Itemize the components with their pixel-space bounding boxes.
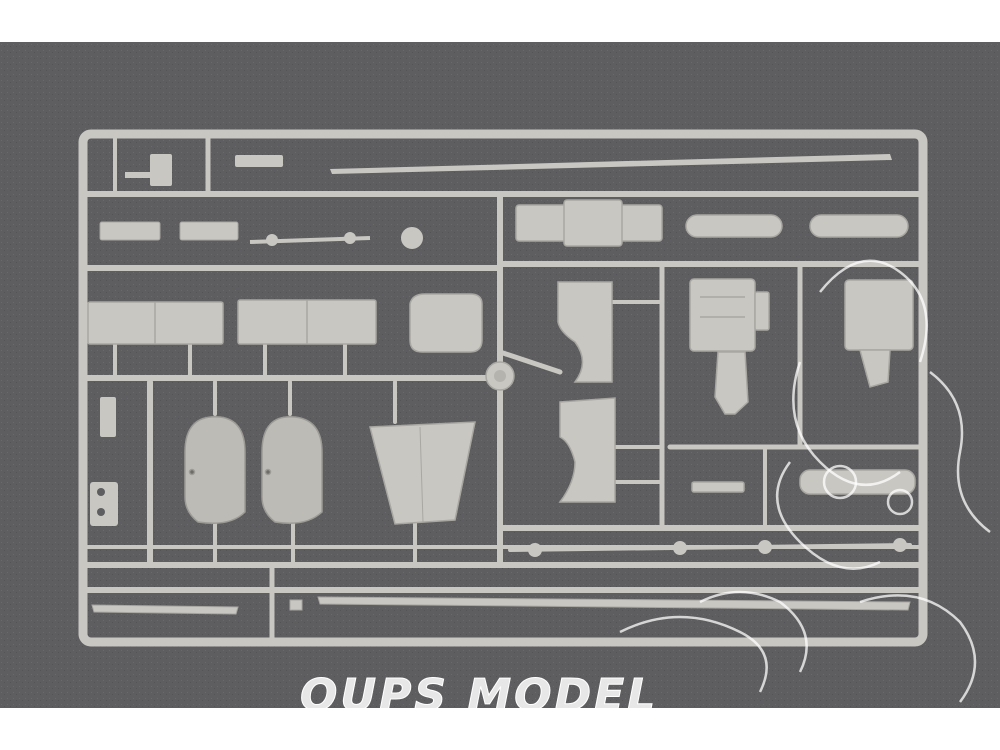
part-exhaust xyxy=(691,469,916,495)
part-small-plates xyxy=(99,221,239,241)
sprue-illustration: OUPS MODEL xyxy=(0,42,1000,708)
part-engine-2 xyxy=(844,279,914,388)
part-axle-rods xyxy=(508,538,912,557)
part-fuel-tank xyxy=(409,293,483,353)
part-air-tanks xyxy=(685,214,909,238)
part-engine xyxy=(689,278,770,415)
watermark-text: OUPS MODEL xyxy=(300,670,658,708)
part-small-brackets xyxy=(125,154,283,186)
part-left-brackets xyxy=(90,397,118,526)
part-long-rod-top xyxy=(330,154,892,174)
part-flat-panels xyxy=(87,299,377,345)
sprue-photo: OUPS MODEL xyxy=(0,42,1000,708)
cartoon-character-logo xyxy=(619,259,991,703)
part-long-rod-bottom xyxy=(91,596,911,615)
part-fenders xyxy=(184,416,323,524)
part-hood xyxy=(369,421,476,525)
part-steering-rod xyxy=(249,227,423,249)
part-battery-box xyxy=(515,199,663,247)
part-crossmembers xyxy=(557,281,616,503)
part-round-cap xyxy=(485,361,515,391)
